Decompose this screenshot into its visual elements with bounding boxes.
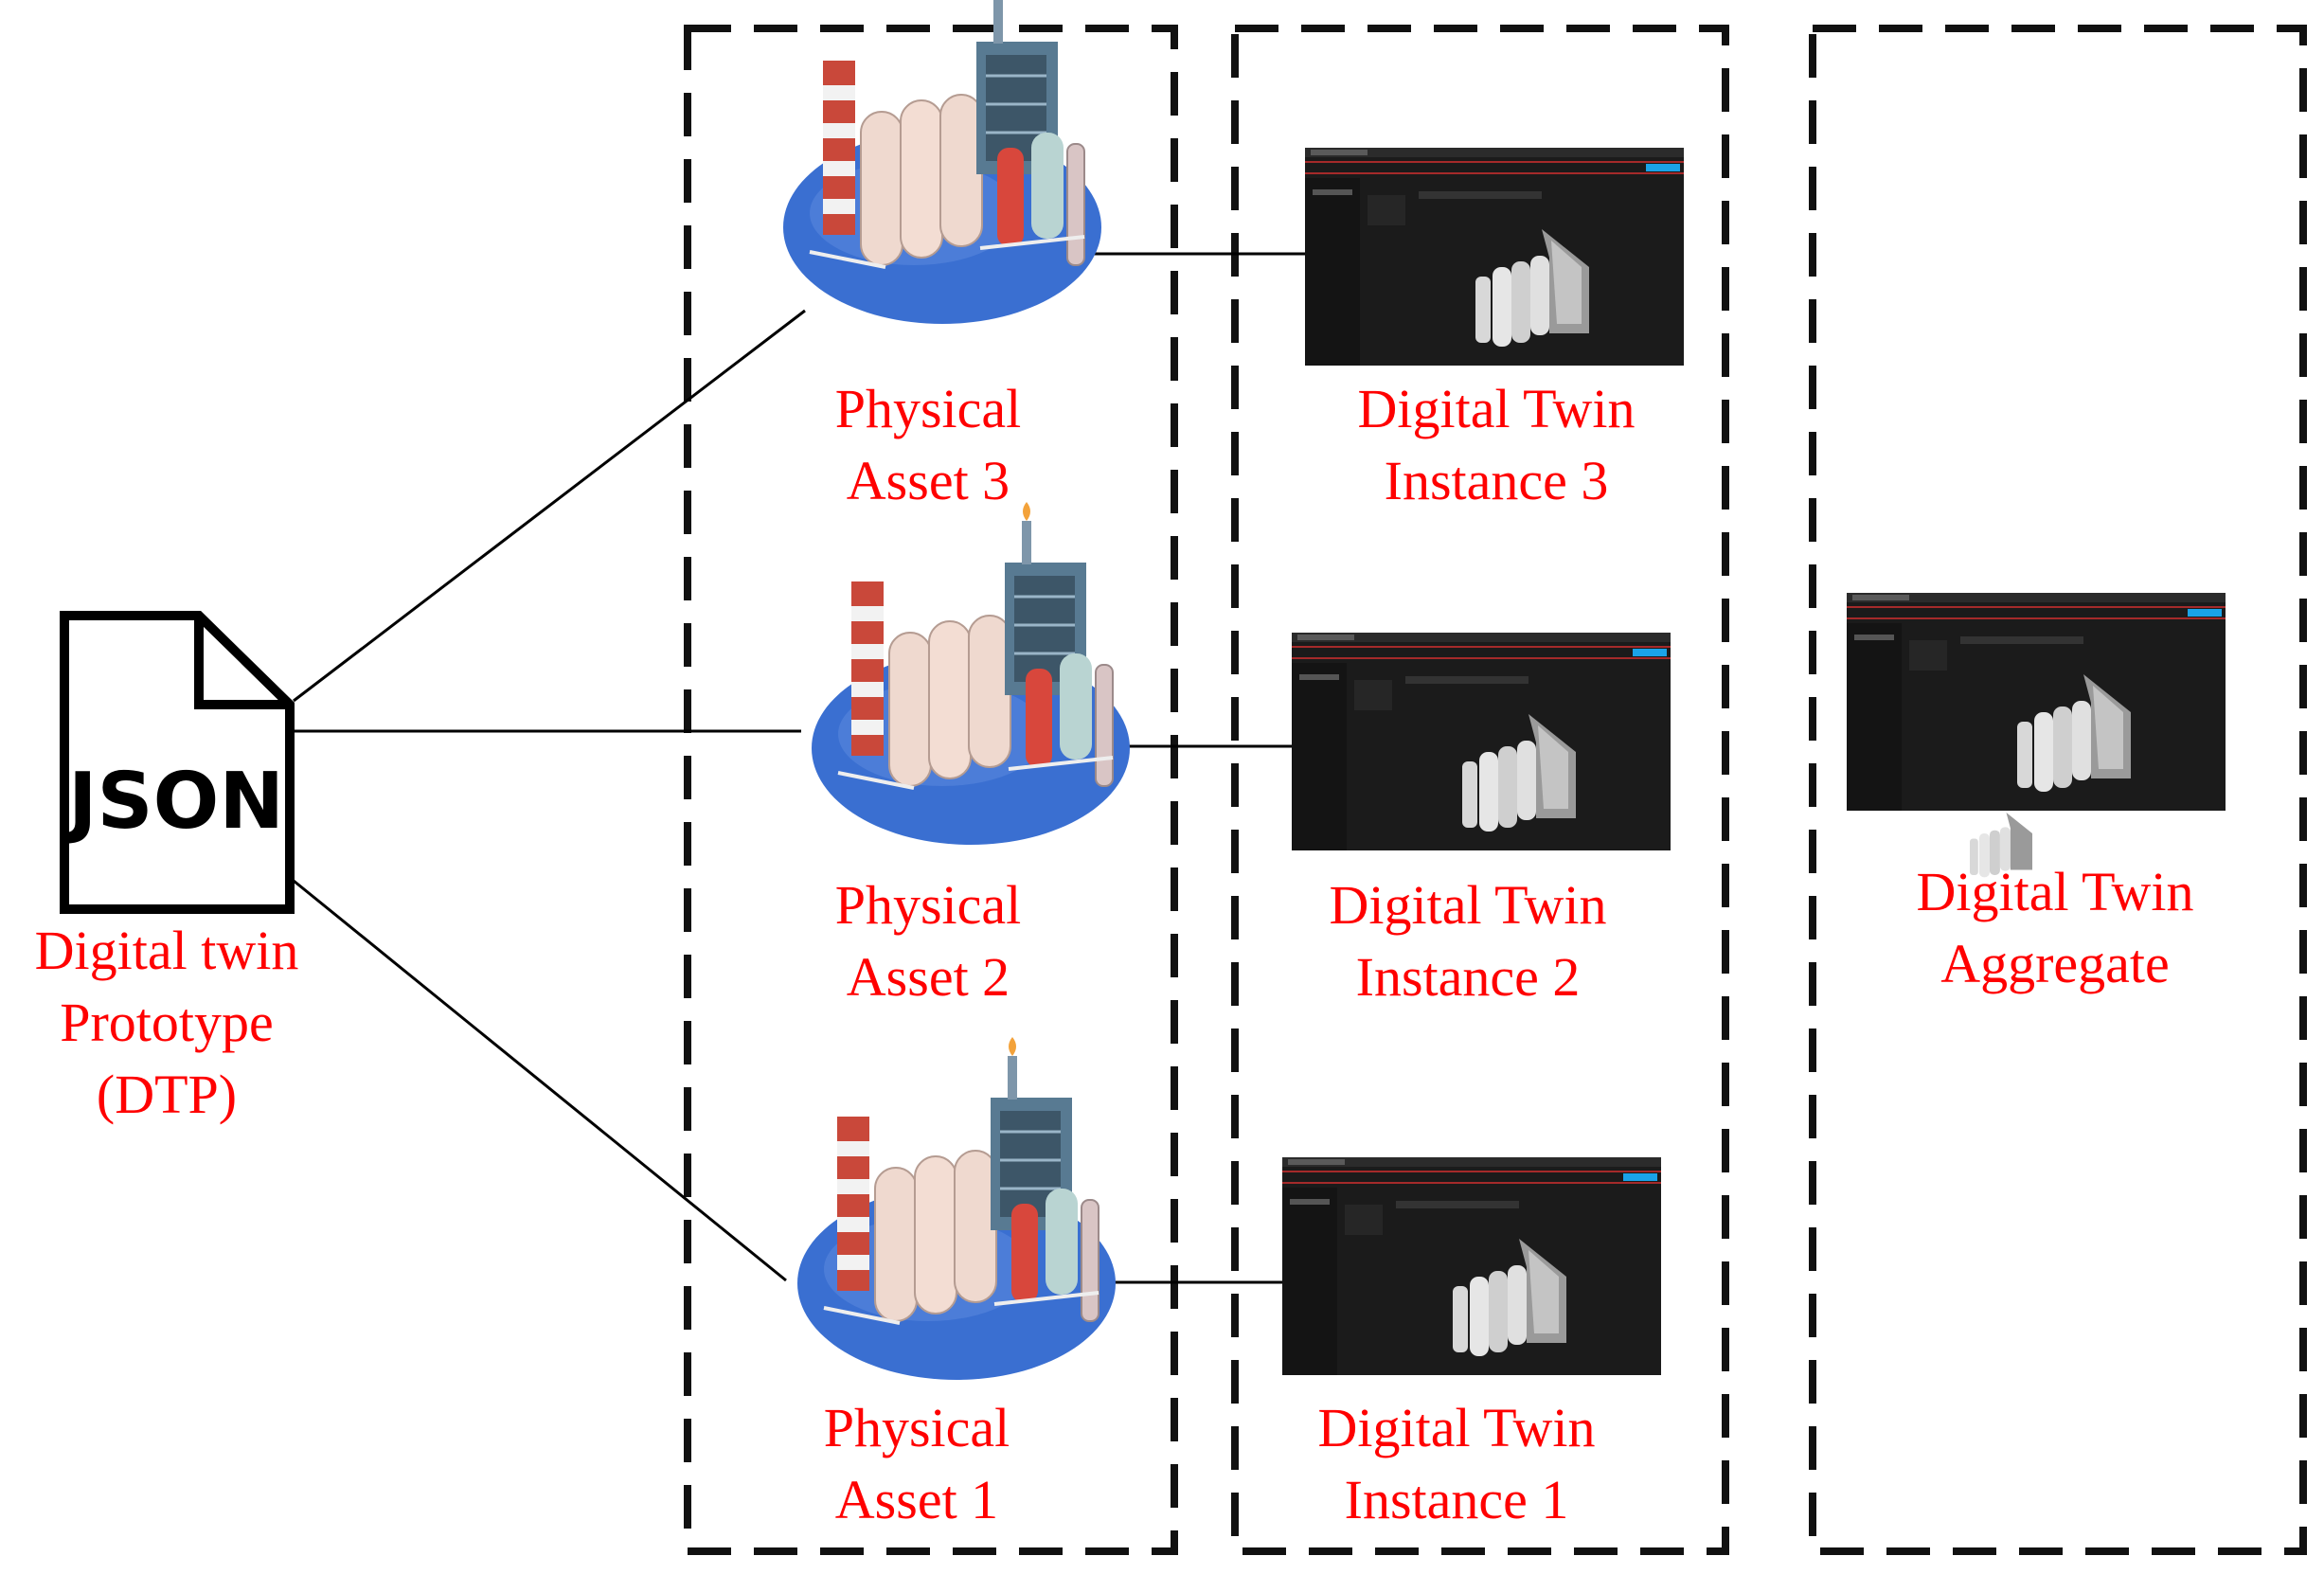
aggregate-line2: Aggregate [1940,933,2170,994]
instance-3-line1: Digital Twin [1357,378,1636,439]
dtp-label-line1: Digital twin [34,920,299,981]
physical-asset-3-line1: Physical [834,378,1022,439]
dtp-label: Digital twin Prototype (DTP) [9,915,324,1131]
physical-asset-1-label: Physical Asset 1 [775,1392,1059,1536]
digital-twin-instance-3-screenshot [1305,148,1684,366]
instance-1-label: Digital Twin Instance 1 [1277,1392,1636,1536]
aggregate-column-frame [1809,25,2307,1555]
instance-2-label: Digital Twin Instance 2 [1288,869,1648,1013]
physical-asset-3-label: Physical Asset 3 [786,373,1070,517]
physical-asset-2-line1: Physical [834,874,1022,936]
physical-asset-2-label: Physical Asset 2 [786,869,1070,1013]
instance-3-label: Digital Twin Instance 3 [1316,373,1676,517]
dtp-label-line3: (DTP) [96,1064,238,1125]
physical-asset-2-image [810,500,1132,847]
physical-asset-1-image [796,1035,1117,1382]
digital-twin-instance-2-screenshot [1292,633,1671,850]
physical-asset-3-line2: Asset 3 [846,450,1010,511]
instance-2-line2: Instance 2 [1355,946,1581,1008]
aggregate-line1: Digital Twin [1916,861,2194,922]
instance-column-frame [1231,25,1729,1555]
connector-dtp-asset3 [293,309,806,703]
physical-asset-1-line2: Asset 1 [834,1469,999,1530]
instance-1-line2: Instance 1 [1344,1469,1569,1530]
asset-column-frame [684,25,1178,1555]
physical-asset-1-line1: Physical [823,1397,1010,1458]
digital-twin-instance-1-screenshot [1282,1157,1661,1375]
json-file-icon: JSON [60,611,295,914]
physical-asset-3-image [781,0,1103,326]
digital-twin-aggregate-screenshot [1847,593,2226,878]
connector-dtp-asset1 [293,879,787,1282]
instance-2-line1: Digital Twin [1329,874,1607,936]
connector-lines [293,252,1305,1284]
json-icon-text: JSON [63,757,284,847]
dtp-label-line2: Prototype [60,992,274,1053]
aggregate-label: Digital Twin Aggregate [1875,856,2235,1000]
instance-3-line2: Instance 3 [1384,450,1609,511]
instance-1-line1: Digital Twin [1317,1397,1596,1458]
physical-asset-2-line2: Asset 2 [846,946,1010,1008]
